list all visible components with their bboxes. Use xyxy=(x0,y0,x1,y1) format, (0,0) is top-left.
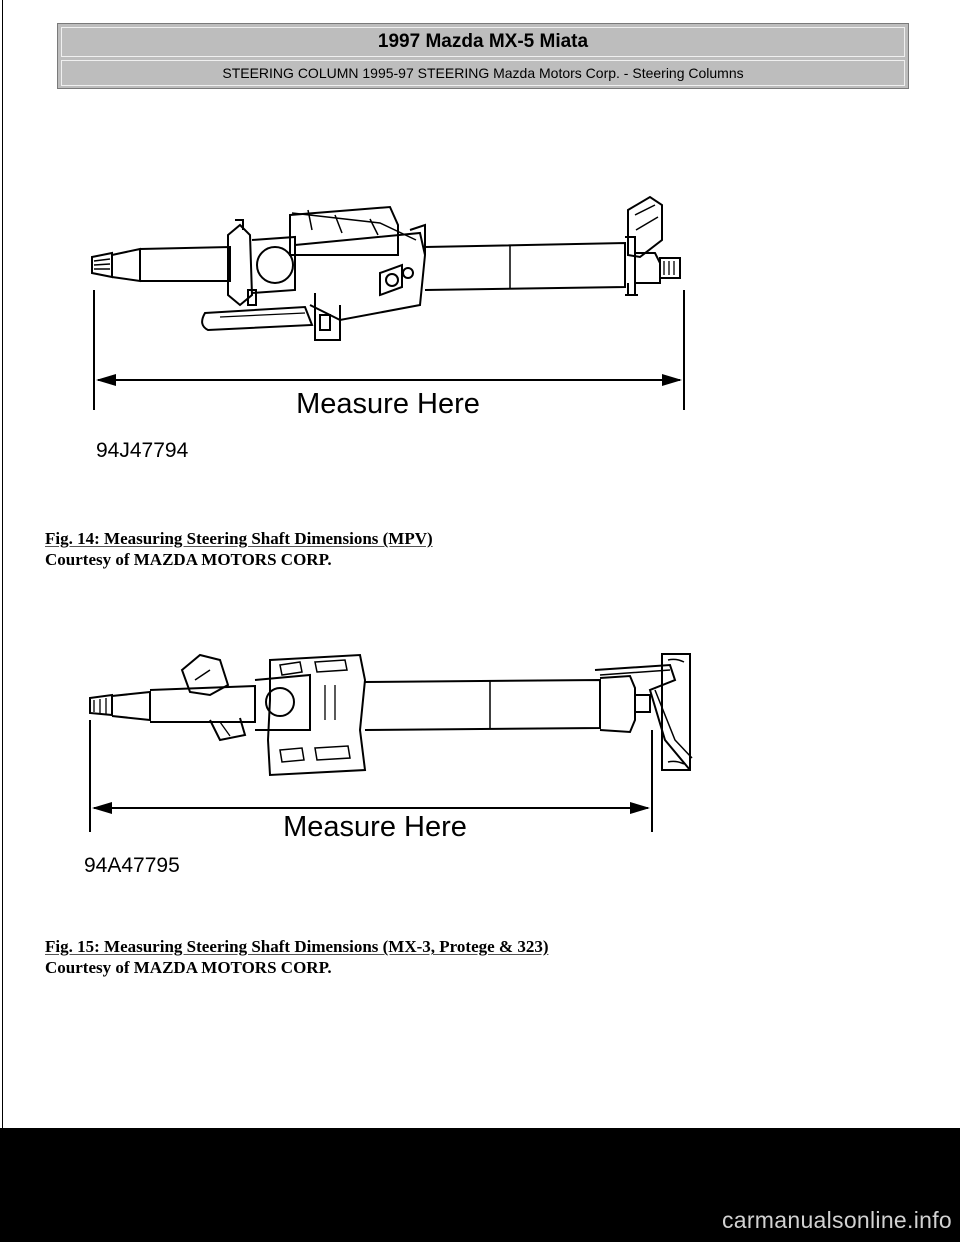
page-footer-bar: carmanualsonline.info xyxy=(0,1128,960,1242)
section-subtitle: STEERING COLUMN 1995-97 STEERING Mazda M… xyxy=(61,60,905,86)
figure-caption-title: Fig. 14: Measuring Steering Shaft Dimens… xyxy=(45,529,433,548)
measure-label: Measure Here xyxy=(296,388,480,420)
figure-15-illustration: Measure Here 94A47795 xyxy=(84,653,693,877)
figure-14-caption: Fig. 14: Measuring Steering Shaft Dimens… xyxy=(45,528,433,570)
manual-title: 1997 Mazda MX-5 Miata xyxy=(61,27,905,57)
figure-code: 94A47795 xyxy=(84,854,180,877)
page-header: 1997 Mazda MX-5 Miata STEERING COLUMN 19… xyxy=(57,23,909,89)
figure-code: 94J47794 xyxy=(96,439,189,462)
figure-14-illustration: Measure Here 94J47794 xyxy=(91,195,685,462)
site-watermark: carmanualsonline.info xyxy=(721,1207,952,1233)
figure-15-caption: Fig. 15: Measuring Steering Shaft Dimens… xyxy=(45,936,548,978)
figure-credit: Courtesy of MAZDA MOTORS CORP. xyxy=(45,550,332,569)
figure-credit: Courtesy of MAZDA MOTORS CORP. xyxy=(45,958,332,977)
figure-caption-title: Fig. 15: Measuring Steering Shaft Dimens… xyxy=(45,937,549,956)
page-left-border xyxy=(2,0,3,1128)
measure-label: Measure Here xyxy=(283,811,467,843)
